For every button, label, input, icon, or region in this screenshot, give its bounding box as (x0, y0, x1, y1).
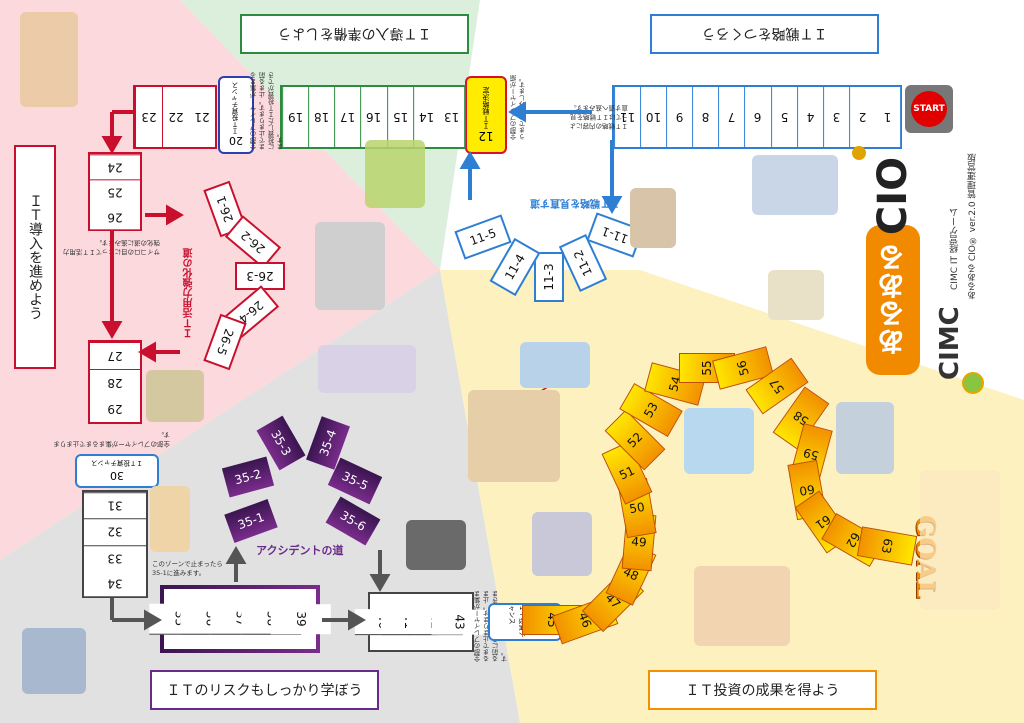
thinking-woman-illustration (150, 486, 190, 552)
track-left-b: 27 28 29 (88, 340, 142, 424)
track-risk-col: 31 32 33 34 (82, 490, 148, 598)
title-cio: CIO (870, 156, 916, 236)
brand-logo-icon (962, 372, 984, 394)
zone-label-advance: ＩＴ導入を進めよう (14, 145, 56, 369)
tired-worker-illustration (22, 628, 86, 694)
pc-worker-illustration (532, 512, 592, 576)
track-plan: 11 10 9 8 7 6 5 4 3 2 1 (612, 85, 902, 149)
crown-icon (852, 146, 866, 160)
road-accident-label: アクシデントの道 (256, 544, 344, 557)
presenter-illustration (365, 140, 425, 208)
title-aruaru: あるある (866, 225, 920, 375)
shipping-illustration (468, 390, 560, 482)
brand-game-line2: あるある CIO® ver.2.0 管理運営版 (968, 153, 978, 300)
document-illustration (768, 270, 824, 320)
confetti-illustration (920, 470, 1000, 610)
zone-label-risk: ＩＴのリスクもしっかり学ぼう (150, 670, 379, 710)
meeting-illustration (315, 222, 385, 310)
stairs-illustration (146, 370, 204, 422)
office-illustration (752, 155, 838, 215)
track-after-accident: 40 41 42 43 (354, 592, 488, 652)
factory-workers-illustration (520, 342, 590, 388)
track-risk-row: 35 36 37 38 39 (149, 585, 332, 653)
hacker-illustration (406, 520, 466, 570)
zone-label-result: ＩＴ投資の成果を得よう (648, 670, 877, 710)
start-button[interactable]: START (905, 85, 953, 133)
worried-illustration (318, 345, 416, 393)
note-space-34: このゾーンで止まったら35-1に進みます。 (152, 560, 223, 577)
track-top-left: 23 22 21 (133, 85, 217, 149)
happy-people-illustration (694, 566, 790, 646)
tablet-illustration (684, 408, 754, 474)
brand-logo: CIMC (935, 306, 965, 380)
brand-game-line1: CIMC IT 経営ゲーム (950, 208, 960, 290)
team-meeting-illustration (20, 12, 78, 107)
track-left-a: 24 25 26 (88, 152, 142, 231)
workers-illustration (630, 188, 676, 248)
start-icon: START (911, 91, 947, 127)
analyst-illustration (836, 402, 894, 474)
